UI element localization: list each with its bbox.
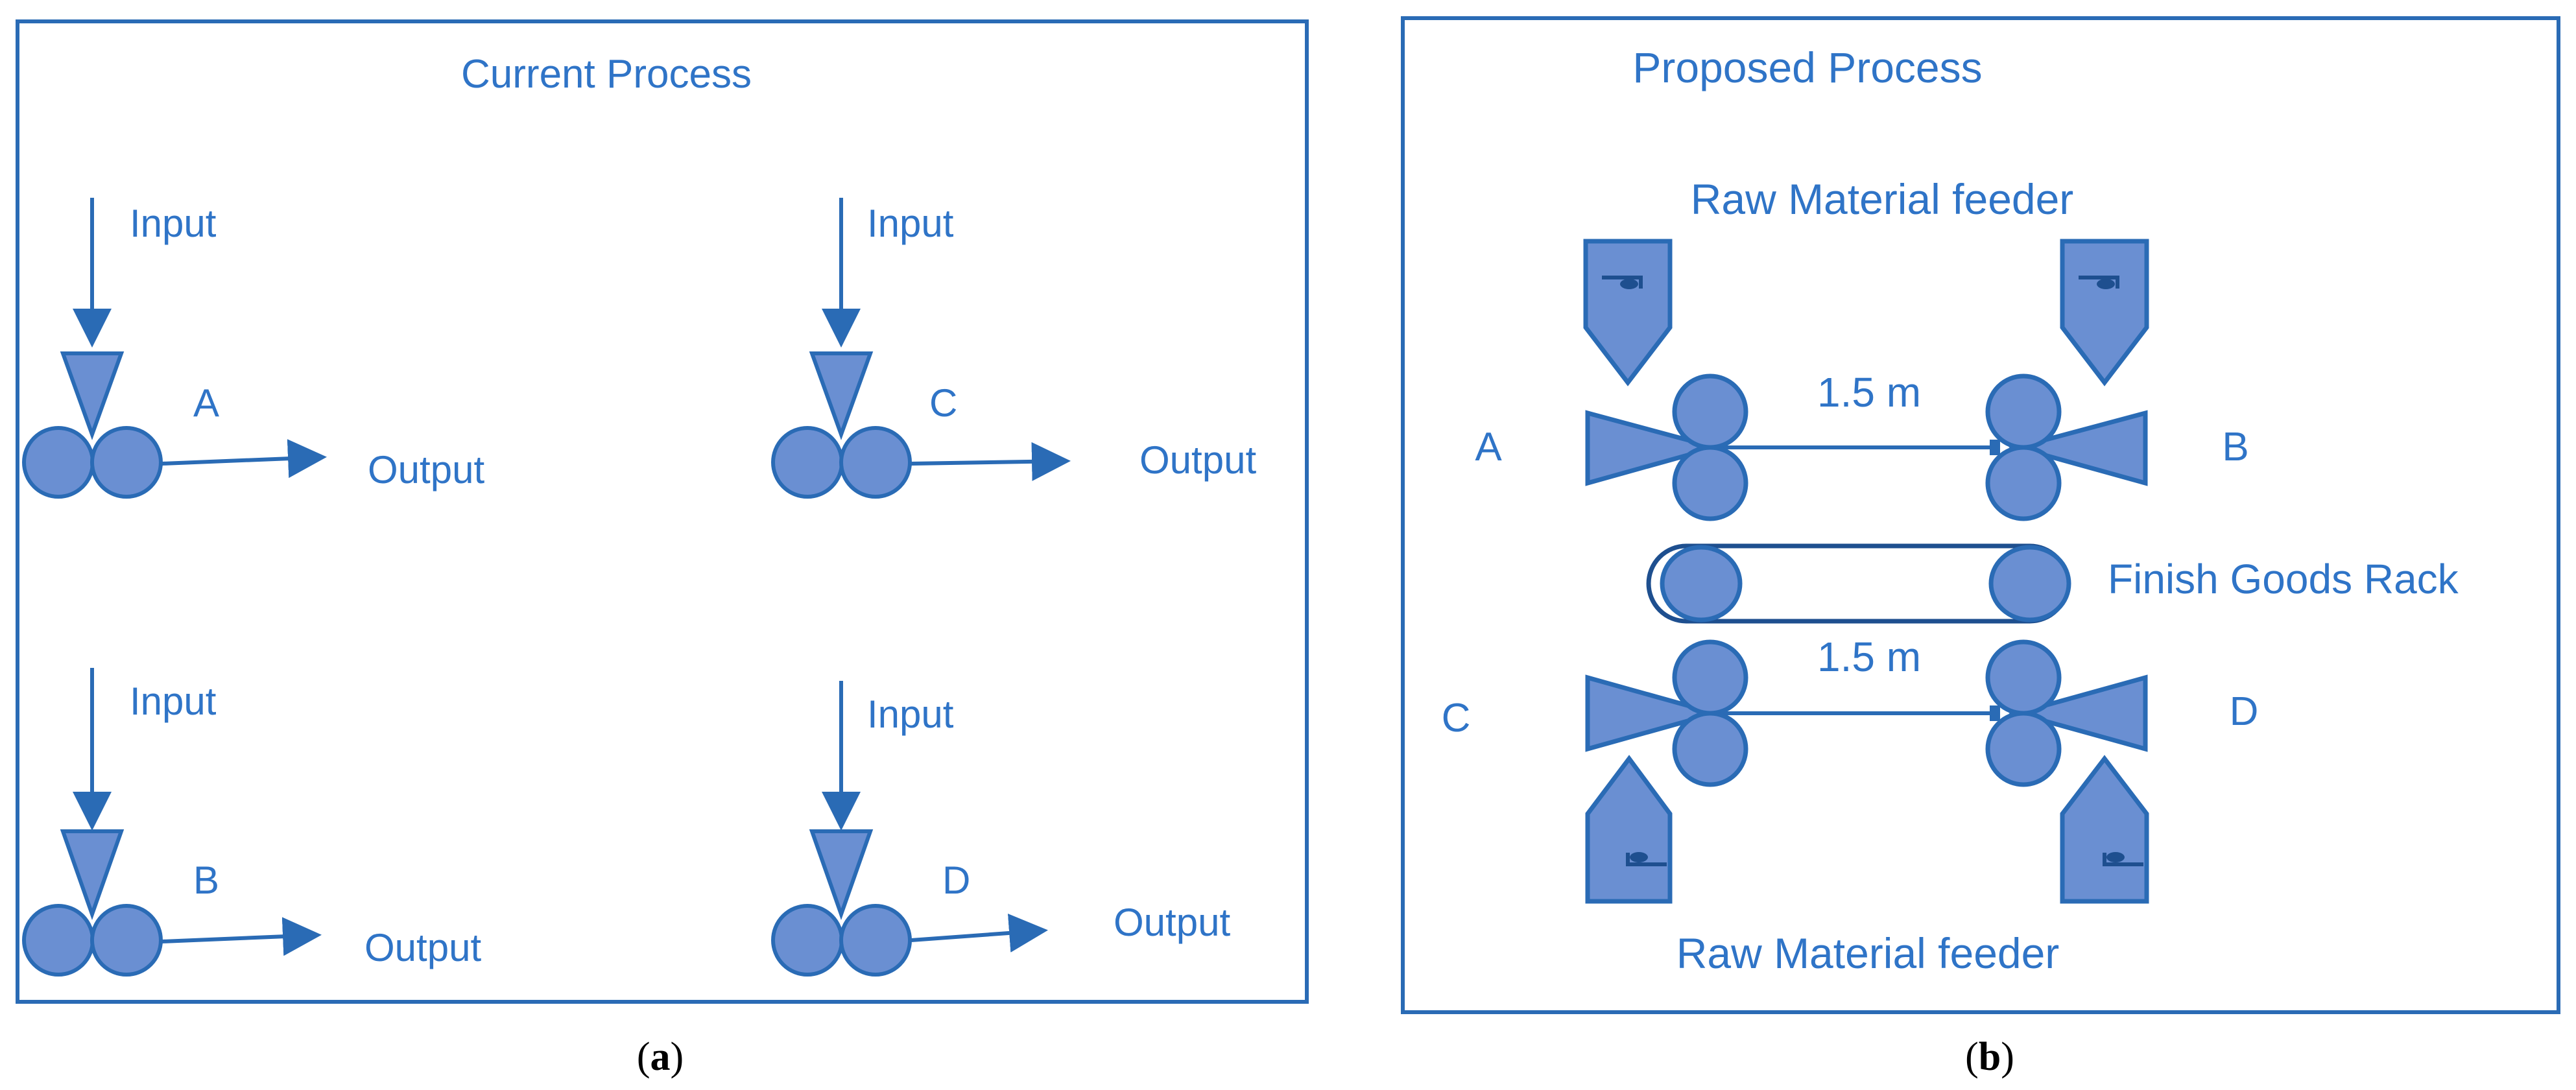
machine-d-triangle xyxy=(2008,674,2148,752)
roller xyxy=(1672,373,1748,450)
roller xyxy=(1985,711,2062,787)
roller xyxy=(22,904,95,977)
roller xyxy=(1672,445,1748,521)
feed-triangle xyxy=(809,351,874,440)
roller xyxy=(839,904,912,977)
bottom-feeder-label: Raw Material feeder xyxy=(1676,929,2060,977)
feed-triangle xyxy=(809,829,874,921)
feeder-mark xyxy=(1626,853,1667,866)
output-arrow xyxy=(161,439,327,479)
feeder-hopper xyxy=(1583,239,1673,386)
distance-top: 1.5 m xyxy=(1817,369,1921,416)
top-right-feeder xyxy=(2060,239,2149,386)
roller xyxy=(1672,639,1748,716)
roller xyxy=(839,426,912,499)
machine-d xyxy=(1985,639,2148,787)
output-label: Output xyxy=(364,926,481,969)
output-arrow xyxy=(911,914,1048,953)
machine-label-a: A xyxy=(1475,425,1502,469)
bottom-left-feeder xyxy=(1585,755,1673,904)
roller xyxy=(771,904,844,977)
machine-b-triangle xyxy=(2008,410,2148,486)
caption-b: (b) xyxy=(1965,1035,2014,1079)
machine-a-triangle xyxy=(1585,410,1724,486)
panel-b-title: Proposed Process xyxy=(1632,43,1982,91)
feeder-hopper xyxy=(1585,755,1673,904)
machine-b xyxy=(1985,373,2148,521)
machine-c xyxy=(1585,639,1748,787)
input-label: Input xyxy=(867,693,954,736)
machine-id: B xyxy=(193,859,219,902)
unit-d: Input D Output xyxy=(771,681,1230,977)
roller xyxy=(22,426,95,499)
roller xyxy=(90,904,163,977)
roller xyxy=(1672,711,1748,787)
panel-b-frame xyxy=(1401,16,2560,1014)
unit-b: Input B Output xyxy=(22,668,481,977)
panel-a-title: Current Process xyxy=(461,52,752,97)
feed-triangle xyxy=(60,829,125,921)
roller xyxy=(1985,373,2062,450)
feed-triangle xyxy=(60,351,125,440)
panel-a-frame xyxy=(16,19,1309,1004)
roller xyxy=(1985,445,2062,521)
machine-id: C xyxy=(929,381,957,425)
input-label: Input xyxy=(130,680,217,723)
machine-label-b: B xyxy=(2222,425,2248,469)
feeder-hopper xyxy=(2060,239,2149,386)
machine-label-d: D xyxy=(2230,689,2259,734)
output-label: Output xyxy=(1139,438,1256,482)
top-feeder-label: Raw Material feeder xyxy=(1691,175,2074,223)
caption-a-letter: a xyxy=(650,1035,671,1079)
feeder-mark xyxy=(2103,853,2143,866)
rack-roller xyxy=(1988,545,2071,622)
machine-label-c: C xyxy=(1442,696,1471,740)
roller xyxy=(771,426,844,499)
input-label: Input xyxy=(130,202,217,245)
rack-label: Finish Goods Rack xyxy=(2108,556,2459,602)
machine-c-triangle xyxy=(1585,674,1724,752)
roller xyxy=(90,426,163,499)
machine-id: D xyxy=(942,859,970,902)
bottom-right-feeder xyxy=(2060,755,2149,904)
unit-c: Input C Output xyxy=(771,198,1256,499)
caption-a: (a) xyxy=(637,1035,684,1079)
output-label: Output xyxy=(368,448,484,492)
unit-a: Input A Output xyxy=(22,198,484,499)
output-arrow xyxy=(161,917,322,956)
finish-goods-rack xyxy=(1646,543,2071,624)
feeder-mark xyxy=(1602,276,1643,289)
feeder-hopper xyxy=(2060,755,2149,904)
roller xyxy=(1985,639,2062,716)
output-label: Output xyxy=(1114,901,1230,944)
feeder-mark xyxy=(2079,276,2119,289)
rack-roller xyxy=(1660,545,1743,622)
caption-b-letter: b xyxy=(1979,1035,2001,1079)
machine-a xyxy=(1585,373,1748,521)
top-left-feeder xyxy=(1583,239,1673,386)
input-label: Input xyxy=(867,202,954,245)
machine-id: A xyxy=(193,381,219,425)
output-arrow xyxy=(911,442,1071,481)
distance-bottom: 1.5 m xyxy=(1817,634,1921,680)
